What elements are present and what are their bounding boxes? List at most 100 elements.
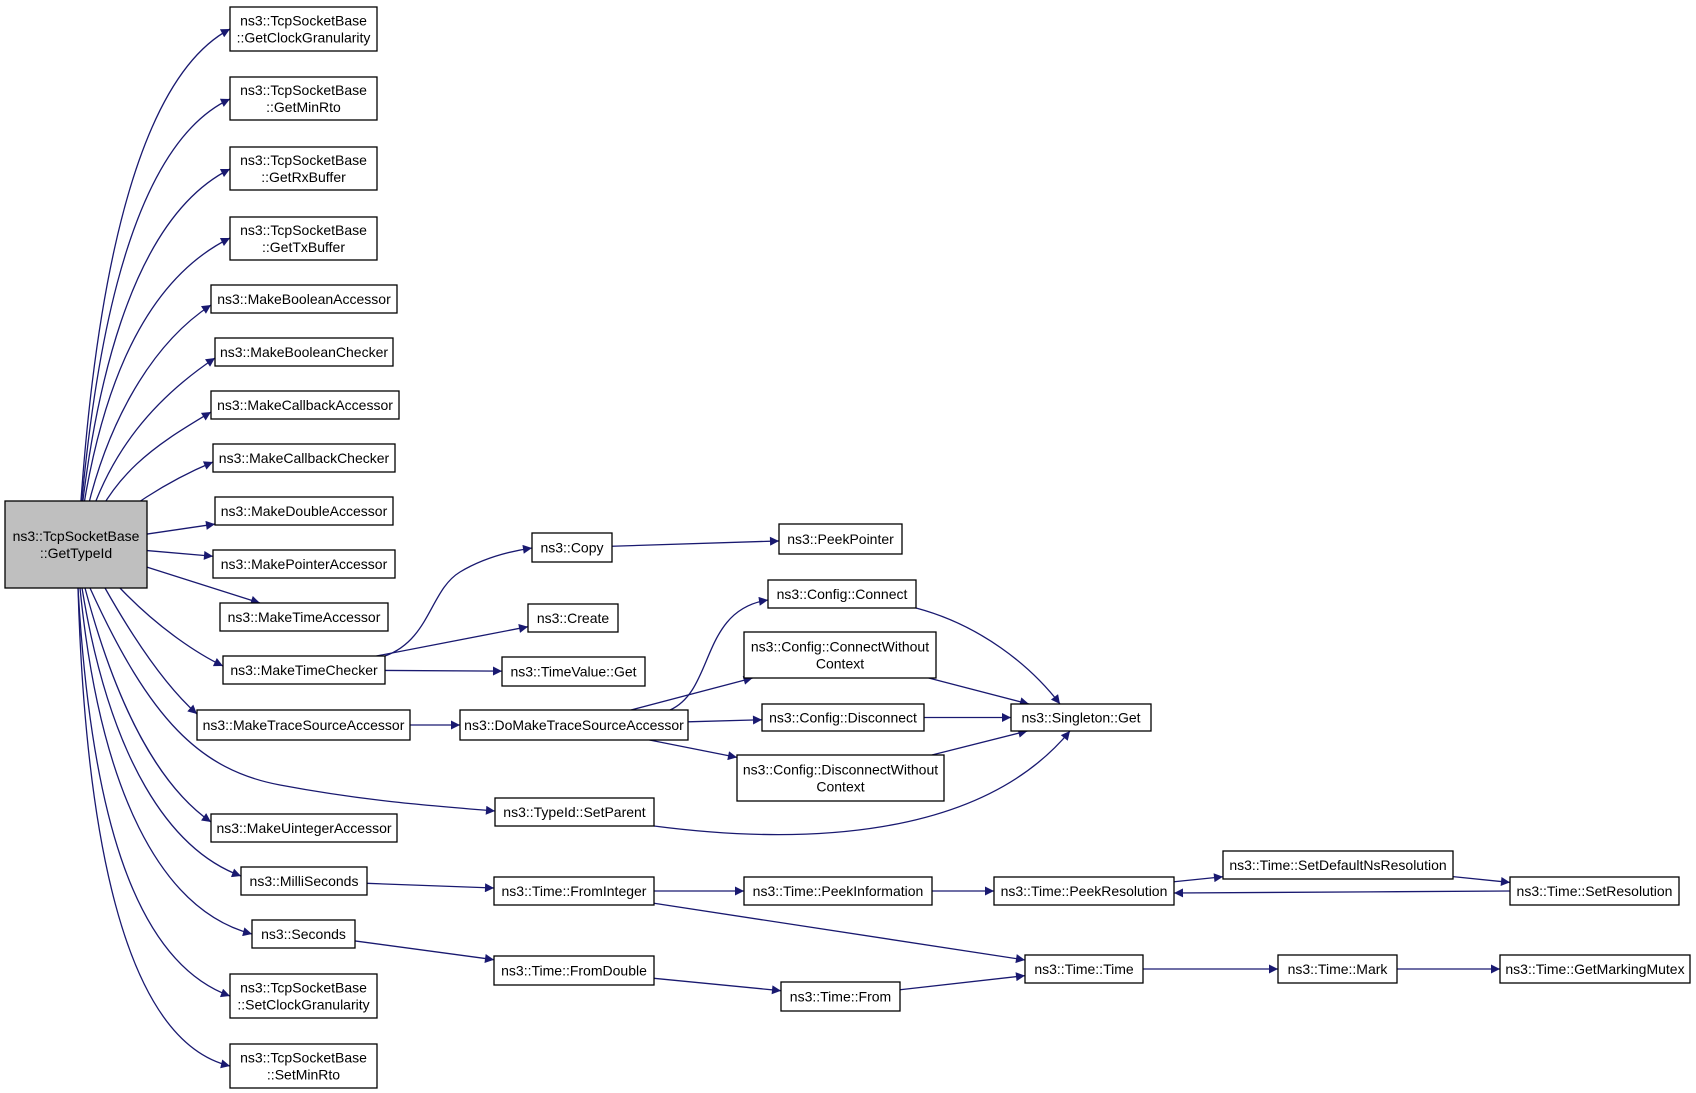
node-maketimechecker[interactable]: ns3::MakeTimeChecker: [222, 655, 386, 685]
node-box[interactable]: [1024, 954, 1144, 984]
edge-root-to-maketimechecker: [119, 587, 224, 667]
node-timemark[interactable]: ns3::Time::Mark: [1277, 954, 1398, 984]
node-makepointeraccessor[interactable]: ns3::MakePointerAccessor: [212, 549, 396, 579]
edge-configconnectwithoutcontext-to-singletonget: [928, 677, 1030, 707]
node-box[interactable]: [743, 631, 937, 679]
node-box[interactable]: [493, 955, 655, 986]
node-box[interactable]: [531, 532, 613, 563]
node-maketimeaccessor[interactable]: ns3::MakeTimeAccessor: [219, 602, 389, 632]
node-box[interactable]: [4, 500, 148, 589]
node-box[interactable]: [459, 709, 689, 741]
edge-arrow: [384, 544, 533, 657]
node-box[interactable]: [743, 876, 933, 906]
node-label: ::SetClockGranularity: [237, 997, 369, 1013]
node-label: ns3::Time::FromDouble: [501, 963, 647, 979]
node-create[interactable]: ns3::Create: [527, 603, 619, 633]
node-box[interactable]: [767, 579, 917, 609]
node-box[interactable]: [761, 703, 925, 732]
node-timepeekinformation[interactable]: ns3::Time::PeekInformation: [743, 876, 933, 906]
node-box[interactable]: [1010, 703, 1152, 732]
node-box[interactable]: [1277, 954, 1398, 984]
edge-arrow: [354, 940, 495, 963]
node-box[interactable]: [229, 973, 378, 1019]
node-timefrom[interactable]: ns3::Time::From: [780, 981, 901, 1012]
node-box[interactable]: [501, 656, 646, 687]
node-box[interactable]: [251, 919, 356, 949]
node-copy[interactable]: ns3::Copy: [531, 532, 613, 563]
node-root[interactable]: ns3::TcpSocketBase::GetTypeId: [4, 500, 148, 589]
node-makebooleanaccessor[interactable]: ns3::MakeBooleanAccessor: [210, 284, 398, 314]
edge-arrow: [653, 730, 1071, 836]
node-box[interactable]: [229, 6, 378, 52]
node-maketracesourceaccessor[interactable]: ns3::MakeTraceSourceAccessor: [196, 709, 411, 741]
node-timevalueget[interactable]: ns3::TimeValue::Get: [501, 656, 646, 687]
node-label: ns3::TypeId::SetParent: [503, 804, 646, 820]
edge-timepeekresolution-to-timesetdefaultnsresolution: [1173, 873, 1224, 883]
node-label: ::SetMinRto: [267, 1067, 340, 1083]
node-box[interactable]: [210, 390, 400, 420]
node-label: ns3::Time::Time: [1034, 961, 1134, 977]
edge-arrow: [77, 237, 231, 546]
node-label: ns3::MakeBooleanChecker: [220, 344, 388, 360]
node-getclockgranularity[interactable]: ns3::TcpSocketBase::GetClockGranularity: [229, 6, 378, 52]
node-box[interactable]: [780, 981, 901, 1012]
node-label: ns3::Time::From: [790, 989, 891, 1005]
node-box[interactable]: [527, 603, 619, 633]
node-label: ns3::MakePointerAccessor: [221, 556, 388, 572]
node-timepeekresolution[interactable]: ns3::Time::PeekResolution: [993, 876, 1175, 906]
node-domaketracesourceaccessor[interactable]: ns3::DoMakeTraceSourceAccessor: [459, 709, 689, 741]
node-timegetmarkingmutex[interactable]: ns3::Time::GetMarkingMutex: [1499, 954, 1691, 984]
node-timefrominteger[interactable]: ns3::Time::FromInteger: [493, 876, 655, 906]
node-typeidsetparent[interactable]: ns3::TypeId::SetParent: [494, 797, 655, 827]
edge-domaketracesourceaccessor-to-configdisconnect: [687, 715, 763, 725]
node-box[interactable]: [210, 284, 398, 314]
node-box[interactable]: [229, 216, 378, 261]
node-box[interactable]: [229, 76, 378, 121]
node-makecallbackchecker[interactable]: ns3::MakeCallbackChecker: [212, 443, 396, 473]
node-timetime[interactable]: ns3::Time::Time: [1024, 954, 1144, 984]
node-configconnect[interactable]: ns3::Config::Connect: [767, 579, 917, 609]
node-box[interactable]: [229, 146, 378, 191]
node-makecallbackaccessor[interactable]: ns3::MakeCallbackAccessor: [210, 390, 400, 420]
edge-maketimechecker-to-create: [376, 623, 529, 657]
node-label: ns3::Singleton::Get: [1021, 710, 1140, 726]
node-timesetdefaultnsresolution[interactable]: ns3::Time::SetDefaultNsResolution: [1222, 850, 1454, 880]
node-peekpointer[interactable]: ns3::PeekPointer: [778, 523, 903, 555]
node-seconds[interactable]: ns3::Seconds: [251, 919, 356, 949]
node-box[interactable]: [993, 876, 1175, 906]
node-box[interactable]: [1499, 954, 1691, 984]
node-makedoubleaccessor[interactable]: ns3::MakeDoubleAccessor: [214, 496, 394, 526]
node-box[interactable]: [214, 496, 394, 526]
node-gettxbuffer[interactable]: ns3::TcpSocketBase::GetTxBuffer: [229, 216, 378, 261]
node-milliseconds[interactable]: ns3::MilliSeconds: [240, 866, 368, 896]
node-timefromdouble[interactable]: ns3::Time::FromDouble: [493, 955, 655, 986]
node-box[interactable]: [219, 602, 389, 632]
node-box[interactable]: [1222, 850, 1454, 880]
node-box[interactable]: [196, 709, 411, 741]
node-box[interactable]: [229, 1043, 378, 1089]
node-singletonget[interactable]: ns3::Singleton::Get: [1010, 703, 1152, 732]
node-timesetresolution[interactable]: ns3::Time::SetResolution: [1509, 876, 1680, 906]
node-box[interactable]: [214, 337, 394, 367]
node-box[interactable]: [240, 866, 368, 896]
node-setclockgranularity[interactable]: ns3::TcpSocketBase::SetClockGranularity: [229, 973, 378, 1019]
node-box[interactable]: [736, 754, 945, 802]
node-getrxbuffer[interactable]: ns3::TcpSocketBase::GetRxBuffer: [229, 146, 378, 191]
node-label: ns3::TcpSocketBase: [240, 152, 367, 168]
node-makebooleanchecker[interactable]: ns3::MakeBooleanChecker: [214, 337, 394, 367]
node-box[interactable]: [212, 549, 396, 579]
node-configdisconnect[interactable]: ns3::Config::Disconnect: [761, 703, 925, 732]
node-getminrto[interactable]: ns3::TcpSocketBase::GetMinRto: [229, 76, 378, 121]
node-box[interactable]: [212, 443, 396, 473]
node-box[interactable]: [494, 797, 655, 827]
node-box[interactable]: [1509, 876, 1680, 906]
node-makeuintegeraccessor[interactable]: ns3::MakeUintegerAccessor: [210, 813, 398, 843]
node-box[interactable]: [222, 655, 386, 685]
node-box[interactable]: [778, 523, 903, 555]
node-setminrto[interactable]: ns3::TcpSocketBase::SetMinRto: [229, 1043, 378, 1089]
node-box[interactable]: [210, 813, 398, 843]
node-box[interactable]: [493, 876, 655, 906]
edge-root-to-setminrto: [77, 587, 231, 1069]
